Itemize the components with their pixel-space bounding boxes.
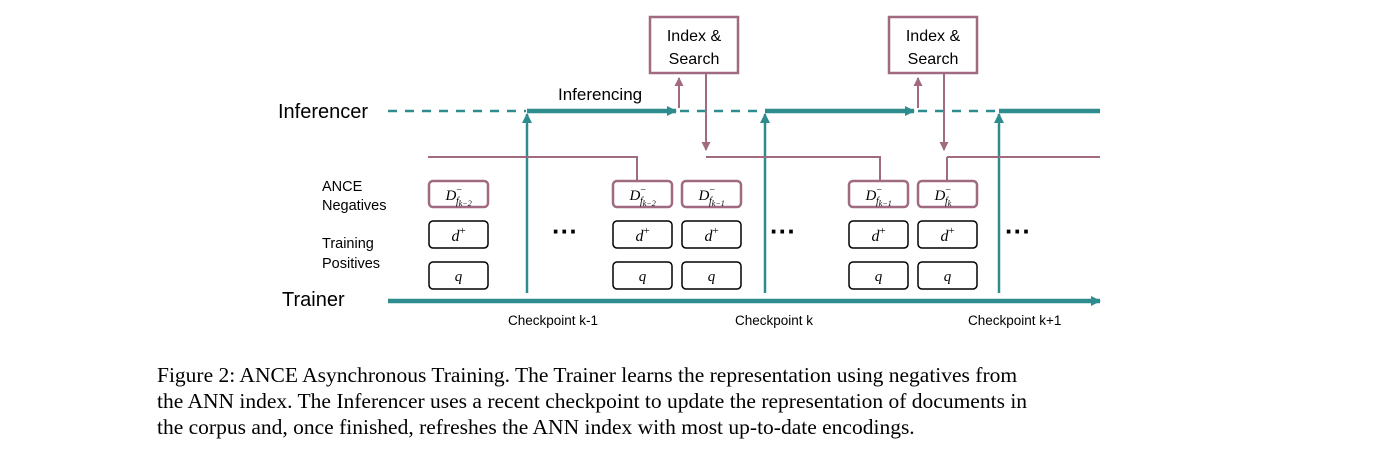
negatives-box — [427, 179, 490, 209]
inferencer-label: Inferencer — [278, 101, 368, 123]
negatives-label: D−fk−2 — [629, 185, 656, 208]
index-search-2-line1: Index & — [906, 28, 961, 45]
batch-groups: D−fk−2d+qD−fk−2d+qD−fk−1d+qD−fk−1d+qD−fk… — [427, 179, 979, 290]
index-connectors — [674, 73, 949, 151]
negatives-box — [680, 179, 743, 209]
batch-column: D−fk−1 d+ q — [680, 179, 743, 290]
query-label: q — [639, 269, 647, 285]
query-box — [917, 261, 978, 290]
batch-column: D−fk−2 d+ q — [427, 179, 490, 290]
positive-box — [681, 220, 742, 249]
index-search-box-2: Index & Search — [887, 15, 979, 75]
batch-column: D−fk−1 d+ q — [847, 179, 910, 290]
figure-caption: Figure 2: ANCE Asynchronous Training. Th… — [157, 362, 1247, 440]
positive-label: d+ — [705, 225, 719, 245]
ance-negatives-label-line2: Negatives — [322, 198, 386, 214]
negatives-box — [611, 179, 674, 209]
query-label: q — [875, 269, 883, 285]
negatives-box — [847, 179, 910, 209]
checkpoint-k-label: Checkpoint k — [735, 313, 813, 328]
batch-column: D−fk d+ q — [916, 179, 979, 290]
query-box — [681, 261, 742, 290]
negatives-label: D−fk−2 — [445, 185, 472, 208]
training-positives-label-line1: Training — [322, 236, 374, 252]
index-search-1-line2: Search — [669, 51, 720, 68]
index-search-1-line1: Index & — [667, 28, 722, 45]
inferencing-label: Inferencing — [558, 85, 642, 104]
index-search-box-1: Index & Search — [648, 15, 740, 75]
training-positives-label-line2: Positives — [322, 256, 380, 272]
positive-box — [848, 220, 909, 249]
positive-box — [612, 220, 673, 249]
checkpoint-k-plus-1-label: Checkpoint k+1 — [968, 313, 1061, 328]
query-box — [428, 261, 489, 290]
negatives-box — [916, 179, 979, 209]
positive-box — [917, 220, 978, 249]
checkpoint-k-minus-1-label: Checkpoint k-1 — [508, 313, 598, 328]
index-search-2-line2: Search — [908, 51, 959, 68]
caption-line-3: the corpus and, once finished, refreshes… — [157, 415, 915, 439]
ance-async-diagram: Inferencer Trainer Inferencing ANCE Nega… — [278, 15, 1101, 328]
positive-label: d+ — [872, 225, 886, 245]
negatives-label: D−fk — [934, 185, 952, 208]
caption-line-1: Figure 2: ANCE Asynchronous Training. Th… — [157, 363, 1018, 387]
negatives-label: D−fk−1 — [865, 185, 892, 208]
ellipsis-2: ··· — [770, 216, 796, 246]
query-label: q — [708, 269, 716, 285]
ance-negatives-label-line1: ANCE — [322, 179, 363, 195]
positive-label: d+ — [636, 225, 650, 245]
trainer-label: Trainer — [282, 289, 345, 311]
query-label: q — [455, 269, 463, 285]
batch-column: D−fk−2 d+ q — [611, 179, 674, 290]
query-box — [612, 261, 673, 290]
checkpoint-arrows — [522, 113, 1004, 293]
caption-line-2: the ANN index. The Inferencer uses a rec… — [157, 389, 1028, 413]
negatives-label: D−fk−1 — [698, 185, 725, 208]
ellipsis-1: ··· — [552, 216, 578, 246]
positive-label: d+ — [452, 225, 466, 245]
positive-box — [428, 220, 489, 249]
ellipsis-3: ··· — [1005, 216, 1031, 246]
query-box — [848, 261, 909, 290]
positive-label: d+ — [941, 225, 955, 245]
query-label: q — [944, 269, 952, 285]
negatives-feed-lines — [428, 156, 1100, 181]
